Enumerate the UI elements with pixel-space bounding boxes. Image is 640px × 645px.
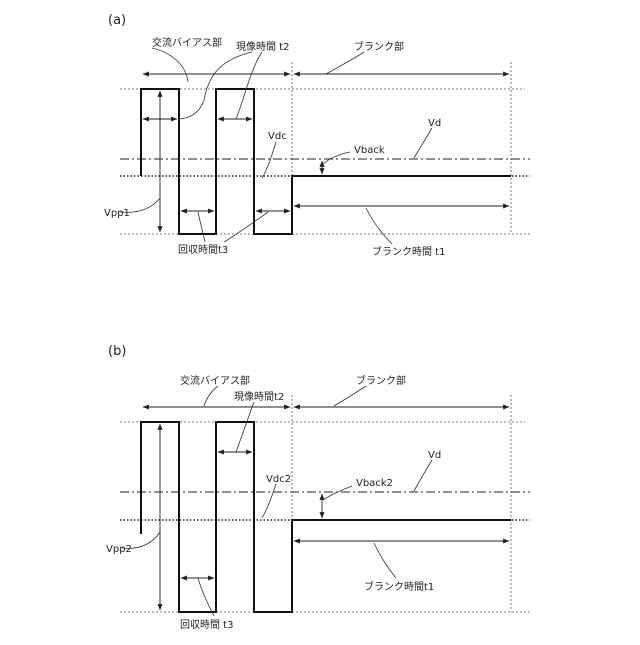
panel-a-vpp-label: Vpp1 <box>104 208 130 219</box>
panel-b-bias-waveform <box>141 422 511 612</box>
panel-a-blank-time-leader <box>366 208 392 244</box>
panel-b-ac-bias-leader <box>204 386 218 406</box>
panel-b-vback-label: Vback2 <box>356 478 393 489</box>
panel-a-recovery-leader-2 <box>224 212 268 242</box>
panel-b-vdc-leader <box>262 484 276 518</box>
panel-b: (b) 交流バイアス部 現像時間t2 ブランク部 Vd <box>106 344 530 631</box>
panel-b-ac-bias-label: 交流バイアス部 <box>180 374 250 387</box>
panel-a-blank-time-label: ブランク時間 t1 <box>372 245 445 258</box>
panel-b-vpp-label: Vpp2 <box>106 544 132 555</box>
panel-b-blank-time-label: ブランク時間t1 <box>364 580 434 593</box>
panel-b-blank-label: ブランク部 <box>356 374 406 387</box>
panel-a-label: (a) <box>108 13 126 28</box>
panel-a-blank-label: ブランク部 <box>354 40 404 53</box>
panel-a-recovery-leader-1 <box>198 212 205 242</box>
panel-b-dev-time-leader <box>236 402 254 452</box>
panel-b-blank-leader <box>334 386 366 406</box>
panel-b-recovery-label: 回収時間 t3 <box>180 619 233 631</box>
panel-a-blank-leader <box>326 52 364 74</box>
panel-b-dev-time-label: 現像時間t2 <box>234 391 284 403</box>
panel-a-dev-time-label: 現像時間 t2 <box>236 41 289 53</box>
panel-b-vdc-label: Vdc2 <box>266 474 291 485</box>
panel-a: (a) 交流バイアス部 現像時 <box>104 13 530 258</box>
panel-a-vd-leader <box>414 128 432 158</box>
panel-a-recovery-label: 回収時間t3 <box>178 244 228 256</box>
panel-b-vd-label: Vd <box>428 450 441 461</box>
panel-b-recovery-leader <box>198 578 214 616</box>
panel-a-ac-bias-leader <box>152 48 188 82</box>
panel-a-vback-leader <box>323 152 350 164</box>
panel-a-ac-bias-label: 交流バイアス部 <box>152 36 222 49</box>
panel-a-vdc-label: Vdc <box>268 131 287 142</box>
panel-b-blank-time-leader <box>374 543 396 578</box>
panel-b-vd-leader <box>414 460 432 491</box>
panel-a-vback-label: Vback <box>354 145 385 156</box>
panel-b-vback-leader <box>323 486 352 500</box>
panel-a-vdc-leader <box>262 142 276 178</box>
panel-a-dev-time-leader-2 <box>236 52 262 119</box>
panel-a-vd-label: Vd <box>428 118 441 129</box>
panel-b-label: (b) <box>108 344 126 359</box>
